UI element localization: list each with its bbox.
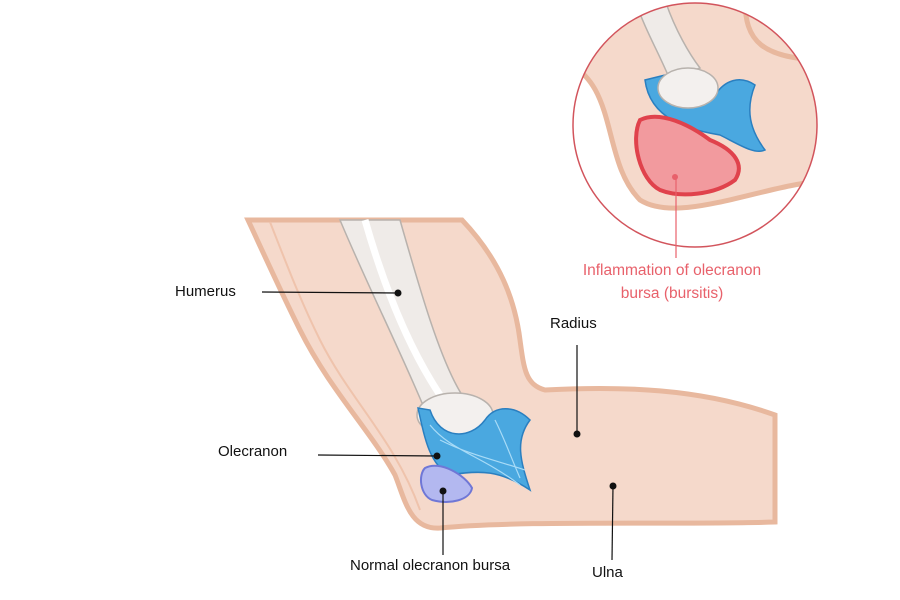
- label-ulna: Ulna: [592, 564, 623, 581]
- label-inflammation-line2: bursa (bursitis): [620, 285, 724, 302]
- label-inflammation: Inflammation of olecranon bursa (bursiti…: [552, 259, 792, 305]
- humerus-bone: [338, 219, 494, 438]
- label-inflammation-line1: Inflammation of olecranon: [582, 262, 762, 279]
- label-radius: Radius: [550, 315, 597, 332]
- inflammation-inset: [573, 3, 817, 247]
- arm-illustration: [244, 217, 778, 531]
- normal-bursa: [419, 464, 474, 503]
- label-normal-bursa: Normal olecranon bursa: [350, 557, 511, 574]
- leader-lines: [261, 291, 614, 561]
- marker-dots: [394, 289, 617, 495]
- label-humerus: Humerus: [175, 283, 236, 300]
- label-olecranon: Olecranon: [218, 443, 288, 460]
